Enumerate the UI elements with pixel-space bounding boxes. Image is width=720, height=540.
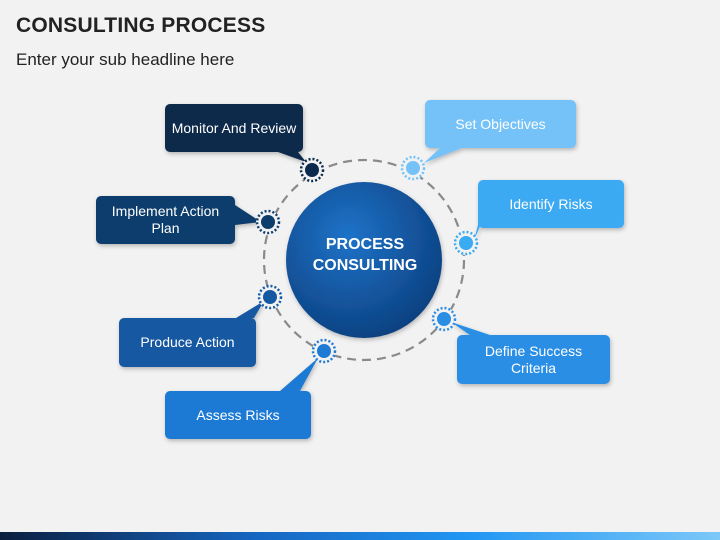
callout-implement-action-plan [96, 196, 261, 244]
callout-pointer-set-objectives [424, 148, 462, 163]
page-subtitle: Enter your sub headline here [16, 50, 235, 69]
step-label-identify-risks: Identify Risks [509, 195, 593, 212]
callout-monitor-and-review [165, 104, 306, 162]
step-node-assess-risks [311, 338, 337, 364]
step-node-produce-action [257, 284, 283, 310]
center-label-line1: PROCESS [325, 236, 405, 253]
callout-box-assess-risks [165, 391, 311, 439]
callout-pointer-implement-action-plan [235, 205, 261, 225]
callout-identify-risks [474, 180, 624, 240]
step-node-set-objectives [400, 155, 426, 181]
step-label-assess-risks: Assess Risks [196, 406, 280, 423]
orbit-ring [262, 158, 466, 362]
callout-box-produce-action [119, 318, 256, 367]
callout-pointer-define-success-criteria [451, 322, 490, 335]
callout-box-define-success-criteria [457, 335, 610, 384]
page-title: CONSULTING PROCESS [16, 14, 266, 37]
callout-assess-risks [165, 358, 318, 439]
callout-box-set-objectives [425, 100, 576, 148]
callout-define-success-criteria [451, 322, 610, 384]
step-label-set-objectives: Set Objectives [455, 115, 546, 132]
callout-pointer-produce-action [236, 301, 264, 318]
callout-produce-action [119, 301, 264, 367]
center-circle [286, 182, 442, 338]
callout-pointer-assess-risks [280, 358, 318, 391]
step-node-monitor-and-review [299, 157, 325, 183]
callout-box-monitor-and-review [165, 104, 303, 152]
bottom-accent-bar [0, 532, 720, 540]
step-node-implement-action-plan [255, 209, 281, 235]
step-label-implement-action-plan: Implement Action Plan [111, 203, 220, 236]
callout-set-objectives [424, 100, 576, 163]
step-node-define-success-criteria [431, 306, 457, 332]
center-label-line2: CONSULTING [312, 257, 418, 274]
step-label-produce-action: Produce Action [140, 334, 235, 350]
callout-box-identify-risks [478, 180, 624, 228]
callout-pointer-monitor-and-review [278, 152, 306, 162]
center-label: PROCESS CONSULTING [290, 234, 440, 276]
step-label-define-success-criteria: Define Success Criteria [484, 342, 583, 376]
step-node-identify-risks [453, 230, 479, 256]
callout-box-implement-action-plan [96, 196, 235, 244]
step-label-monitor-and-review: Monitor And Review [171, 119, 297, 136]
